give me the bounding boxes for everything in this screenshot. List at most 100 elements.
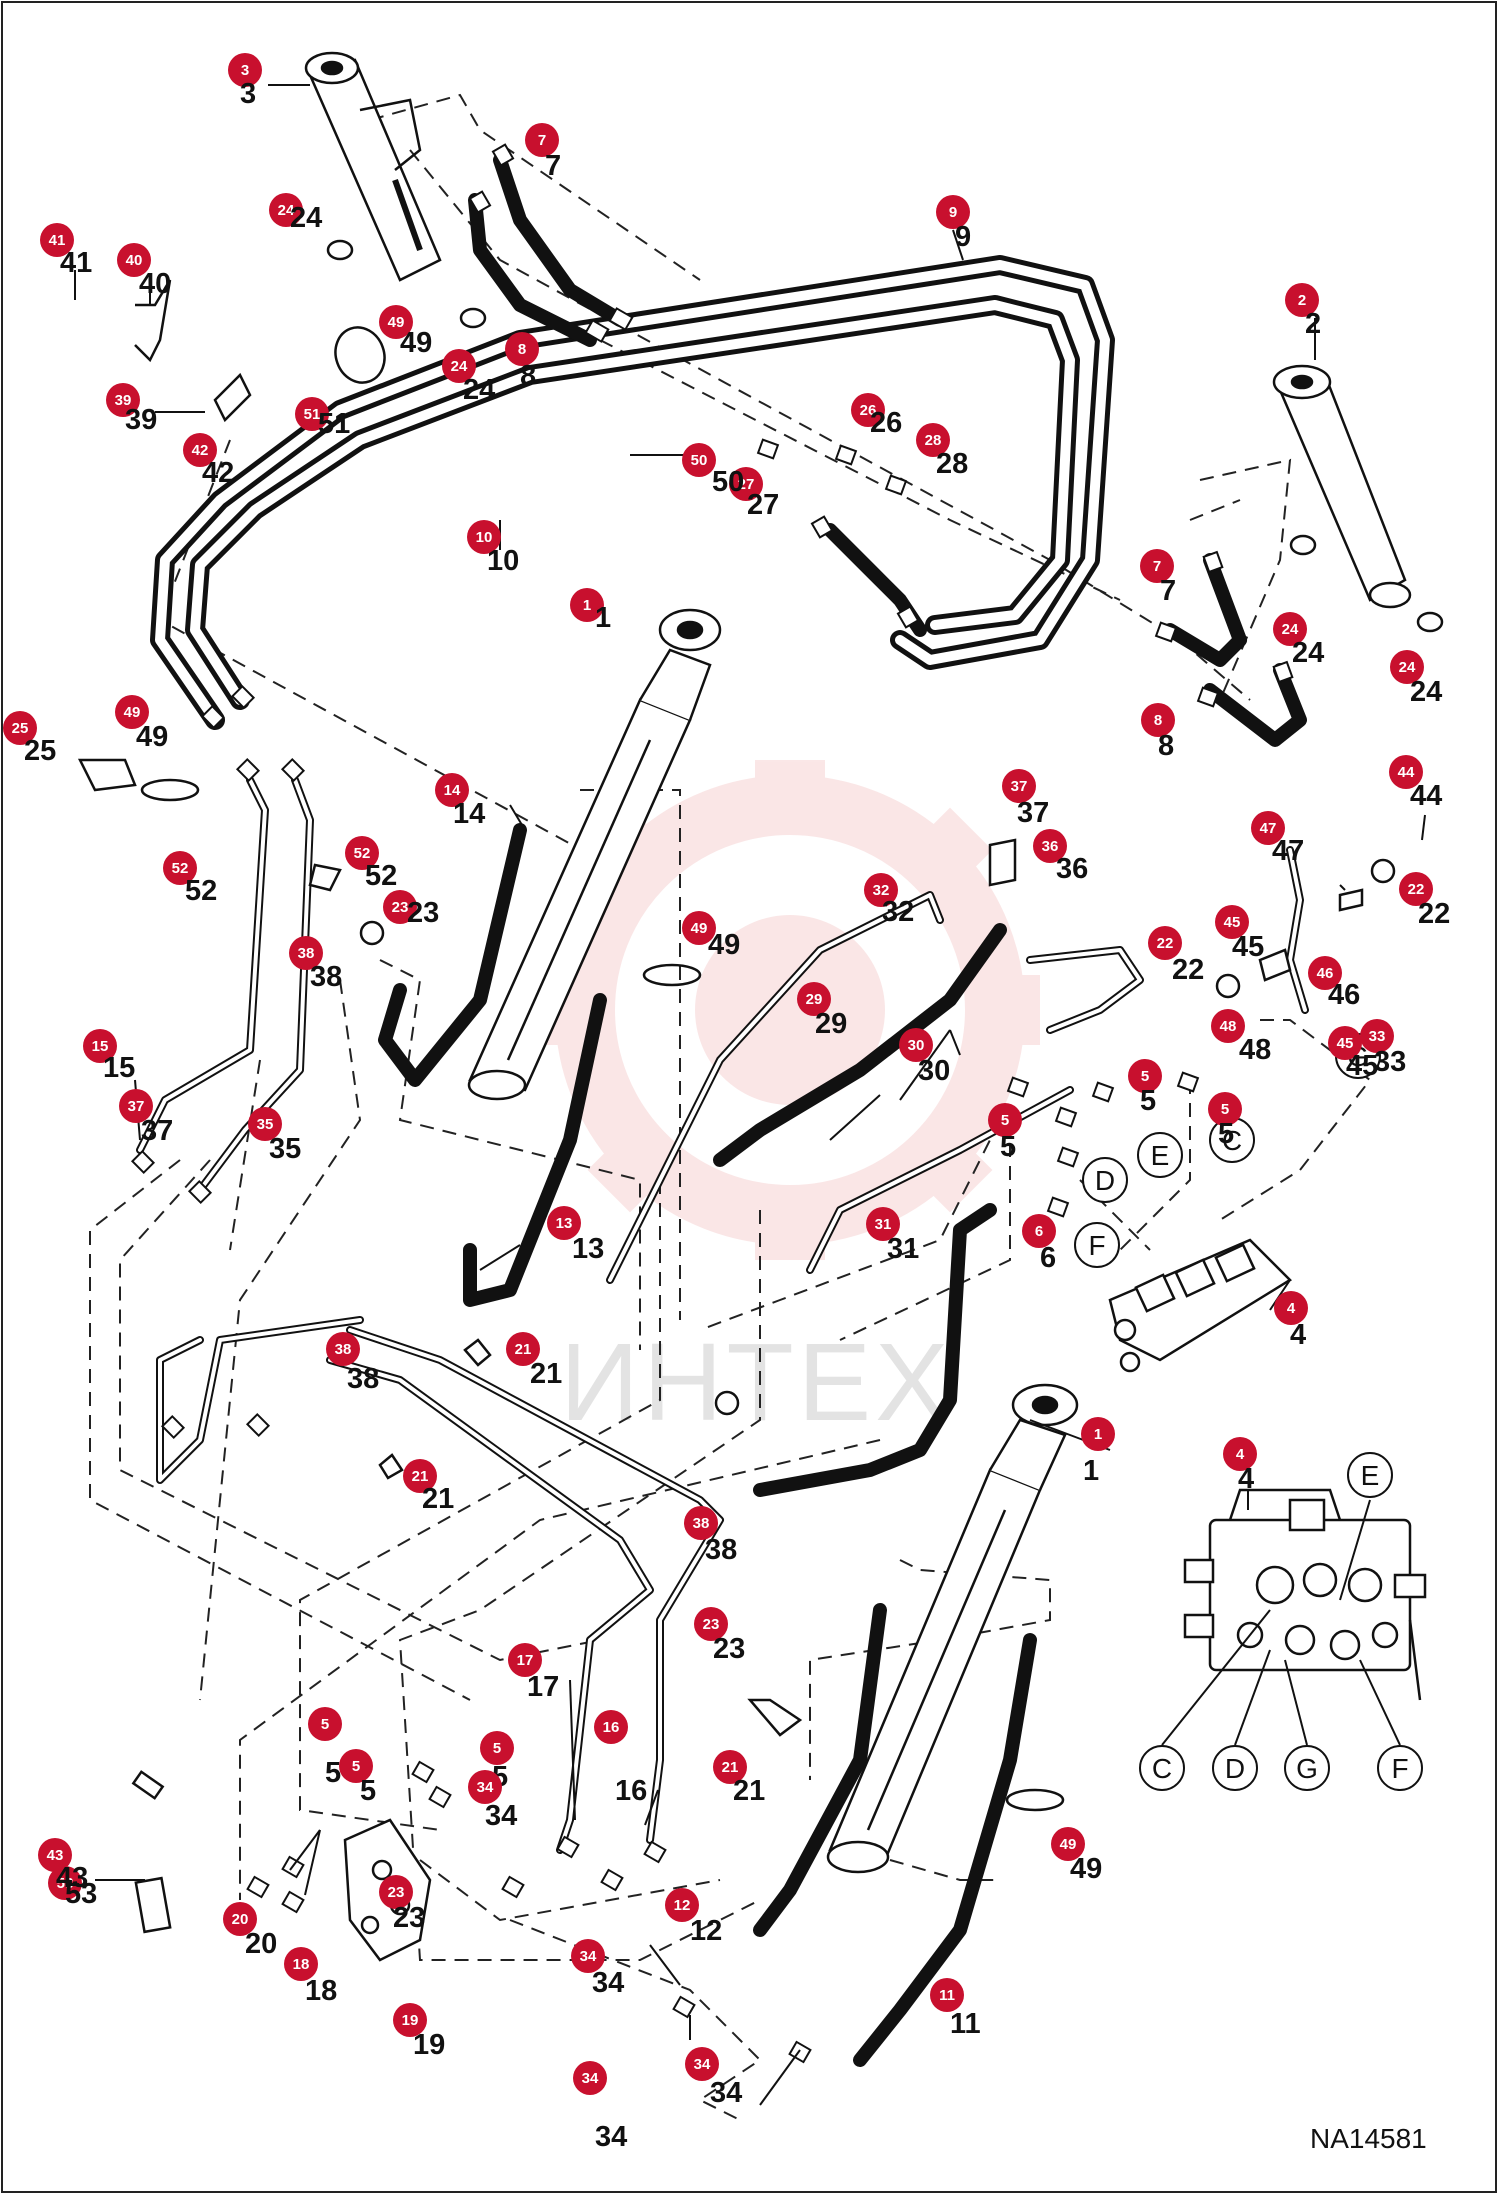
callout-badge — [1022, 1214, 1056, 1248]
callout-9[interactable]: 99 — [936, 195, 971, 253]
callout-badge — [713, 1750, 747, 1784]
inset-valve-detail — [1183, 1488, 1427, 1701]
callout-2[interactable]: 22 — [1285, 283, 1321, 340]
callout-7[interactable]: 77 — [1140, 549, 1176, 607]
inset-port-e: E — [1347, 1452, 1393, 1498]
callout-label: 37 — [141, 1115, 173, 1147]
callout-4[interactable]: 44 — [1274, 1291, 1308, 1351]
callout-badge-number: 5 — [1141, 1068, 1149, 1085]
callout-6[interactable]: 66 — [1022, 1214, 1056, 1274]
inset-port-g: G — [1284, 1745, 1330, 1791]
callout-5[interactable]: 55 — [480, 1731, 514, 1793]
callout-8[interactable]: 88 — [505, 332, 539, 392]
callout-label: 14 — [453, 798, 485, 830]
callout-5[interactable]: 55 — [1128, 1059, 1162, 1117]
callout-badge-number: 8 — [1154, 712, 1162, 729]
callout-5[interactable]: 55 — [308, 1707, 342, 1789]
callout-badge — [393, 2003, 427, 2037]
callout-5[interactable]: 55 — [988, 1103, 1022, 1163]
callout-badge — [547, 1206, 581, 1240]
callout-badge-number: 8 — [518, 341, 526, 358]
callout-8[interactable]: 88 — [1141, 703, 1175, 762]
callout-badge-number: 47 — [1260, 820, 1277, 837]
callout-3[interactable]: 33 — [228, 53, 262, 110]
callout-7[interactable]: 77 — [525, 123, 561, 182]
callout-5[interactable]: 55 — [339, 1749, 376, 1807]
callout-5[interactable]: 55 — [1208, 1092, 1242, 1150]
callout-1[interactable]: 11 — [1081, 1417, 1115, 1487]
callout-badge — [480, 1731, 514, 1765]
callout-badge-number: 21 — [412, 1468, 429, 1485]
callout-badge-number: 36 — [1042, 838, 1059, 855]
callout-badge — [248, 1107, 282, 1141]
control-valve-block — [1108, 1238, 1293, 1373]
callout-4[interactable]: 44 — [1223, 1437, 1257, 1495]
callout-label: 3 — [240, 78, 256, 110]
